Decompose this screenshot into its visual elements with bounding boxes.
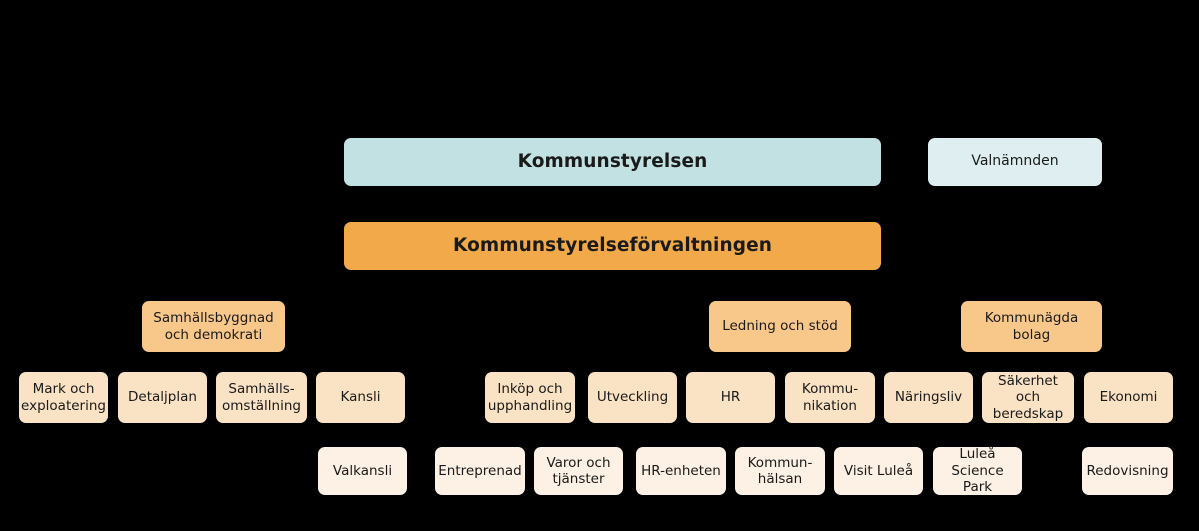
- org-node-units-0[interactable]: Mark och exploatering: [19, 372, 108, 423]
- org-node-departments-1[interactable]: Ledning och stöd: [709, 301, 851, 352]
- org-node-units-3[interactable]: Kansli: [316, 372, 405, 423]
- org-node-departments-0[interactable]: Samhällsbyggnad och demokrati: [142, 301, 285, 352]
- org-node-subunits-0[interactable]: Valkansli: [318, 447, 407, 495]
- org-node-political-board-1[interactable]: Valnämnden: [928, 138, 1102, 186]
- org-node-subunits-7[interactable]: Redovisning: [1082, 447, 1173, 495]
- org-node-subunits-5[interactable]: Visit Luleå: [834, 447, 923, 495]
- org-node-departments-2[interactable]: Kommunägda bolag: [961, 301, 1102, 352]
- org-node-administration-0[interactable]: Kommunstyrelseförvaltningen: [344, 222, 881, 270]
- org-node-units-4[interactable]: Inköp och upphandling: [485, 372, 575, 423]
- org-node-units-10[interactable]: Ekonomi: [1084, 372, 1173, 423]
- org-node-units-6[interactable]: HR: [686, 372, 775, 423]
- org-node-units-7[interactable]: Kommu- nikation: [785, 372, 875, 423]
- org-node-subunits-6[interactable]: Luleå Science Park: [933, 446, 1022, 495]
- org-node-subunits-3[interactable]: HR-enheten: [636, 447, 726, 495]
- org-node-subunits-1[interactable]: Entreprenad: [435, 447, 525, 495]
- org-node-units-5[interactable]: Utveckling: [588, 372, 677, 423]
- org-node-political-board-0[interactable]: Kommunstyrelsen: [344, 138, 881, 186]
- org-node-subunits-2[interactable]: Varor och tjänster: [534, 447, 623, 495]
- org-node-subunits-4[interactable]: Kommun- hälsan: [735, 447, 825, 495]
- org-node-units-8[interactable]: Näringsliv: [884, 372, 973, 423]
- org-node-units-1[interactable]: Detaljplan: [118, 372, 207, 423]
- org-node-units-2[interactable]: Samhälls- omställning: [216, 372, 307, 423]
- org-node-units-9[interactable]: Säkerhet och beredskap: [982, 372, 1074, 423]
